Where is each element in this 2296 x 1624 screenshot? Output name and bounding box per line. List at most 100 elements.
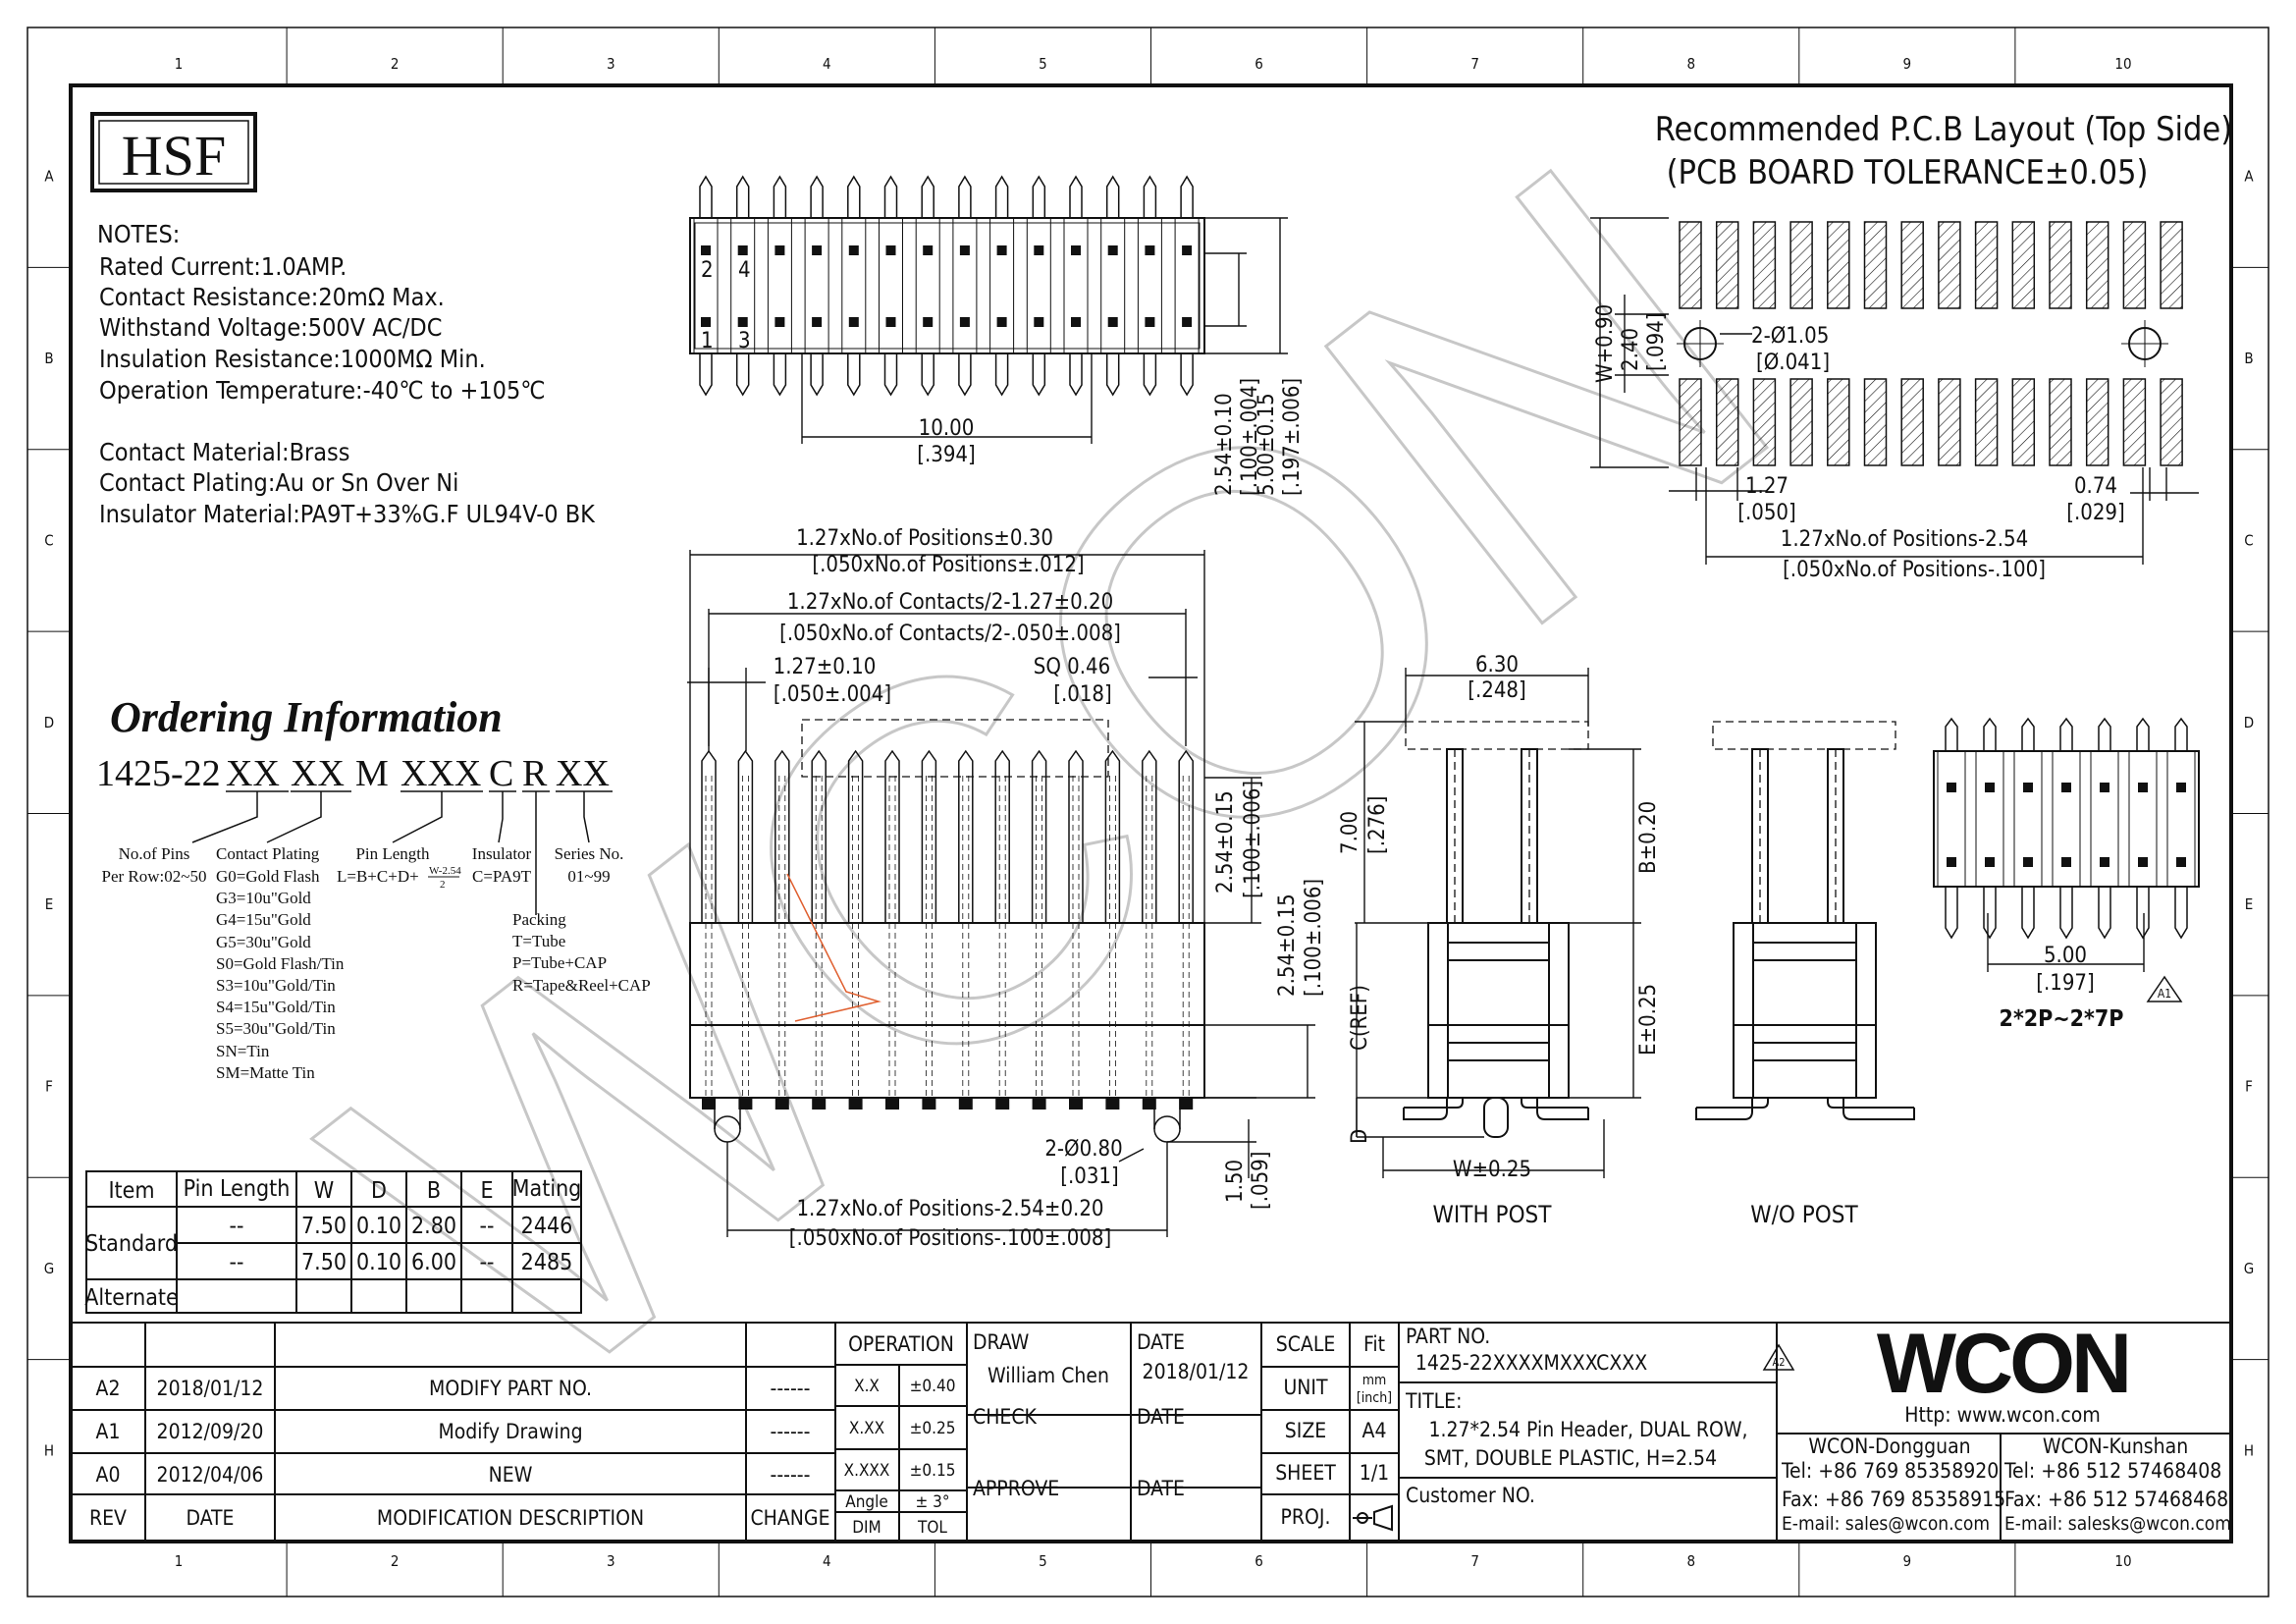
spec-cell: -- bbox=[230, 1250, 244, 1275]
pin-cell bbox=[915, 217, 940, 354]
http: Http: www.wcon.com bbox=[1904, 1403, 2101, 1427]
spec-header: D bbox=[371, 1178, 387, 1204]
ordering-title: Ordering Information bbox=[110, 693, 503, 741]
plating-item: SM=Matte Tin bbox=[216, 1063, 315, 1082]
contact-square bbox=[923, 245, 934, 255]
pin bbox=[994, 175, 1009, 218]
draw-label: DRAW bbox=[973, 1330, 1030, 1354]
pin bbox=[1178, 749, 1194, 923]
column-marker: 10 bbox=[2114, 1552, 2131, 1570]
row-marker: C bbox=[44, 531, 53, 549]
contact-square bbox=[812, 245, 823, 255]
pin-cell bbox=[767, 217, 792, 354]
note-line: Withstand Voltage:500V AC/DC bbox=[99, 313, 442, 342]
contact-square bbox=[1145, 245, 1155, 255]
insulator-label: Insulator bbox=[472, 844, 532, 863]
pins-range: Per Row:02~50 bbox=[102, 867, 207, 886]
pin bbox=[921, 175, 934, 218]
pin-label: 4 bbox=[738, 258, 751, 283]
dim-text: [.050xNo.of Contacts/2-.050±.008] bbox=[779, 622, 1121, 646]
material-line: Contact Plating:Au or Sn Over Ni bbox=[99, 468, 458, 497]
rev-date: 2018/01/12 bbox=[157, 1377, 264, 1400]
pcb-pad bbox=[1974, 378, 1999, 466]
spec-header: Mating bbox=[512, 1176, 582, 1202]
contact-square bbox=[1985, 857, 1995, 867]
plating-item: SN=Tin bbox=[216, 1042, 270, 1060]
row-marker: A bbox=[44, 168, 54, 186]
pin-cell bbox=[1100, 217, 1126, 354]
dim-text: [.050] bbox=[1737, 501, 1796, 525]
dim-text: C(REF) bbox=[1348, 985, 1372, 1051]
tol-value: ±0.15 bbox=[910, 1461, 956, 1481]
contact-square bbox=[959, 317, 970, 327]
pcb-pad bbox=[2011, 221, 2036, 309]
dg-mail: E-mail: sales@wcon.com bbox=[1782, 1513, 1990, 1535]
dim-text: [.050xNo.of Positions-.100] bbox=[1783, 558, 2046, 582]
pcb-pad bbox=[1679, 378, 1702, 466]
spec-cell: 7.50 bbox=[301, 1250, 347, 1275]
dim-text: [.197] bbox=[2036, 971, 2095, 996]
code-packing: R bbox=[522, 753, 548, 794]
dim-text: [.094] bbox=[1644, 312, 1669, 371]
tol-dim: Angle bbox=[845, 1492, 888, 1512]
dim-text: [.100±.006] bbox=[1241, 781, 1265, 898]
dim-text: [.031] bbox=[1060, 1164, 1119, 1189]
ks-office: WCON-Kunshan bbox=[2043, 1435, 2188, 1458]
pcb-pad bbox=[2160, 221, 2183, 309]
dim-text: 1.27xNo.of Positions±0.30 bbox=[796, 526, 1053, 551]
pin bbox=[994, 353, 1009, 397]
material-line: Contact Material:Brass bbox=[99, 438, 349, 466]
operation-label: OPERATION bbox=[848, 1332, 954, 1356]
spec-header: Pin Length bbox=[184, 1176, 291, 1202]
proj-label: PROJ. bbox=[1281, 1505, 1331, 1529]
pcb-pad bbox=[1900, 221, 1924, 309]
dim-text: 1.27 bbox=[1745, 474, 1789, 499]
unit-value: mm bbox=[1362, 1373, 1387, 1388]
column-marker: 7 bbox=[1470, 55, 1479, 73]
pcb-pad bbox=[2122, 221, 2147, 309]
solder-tail bbox=[812, 1098, 827, 1110]
pin bbox=[1105, 353, 1120, 397]
plating-item: G5=30u"Gold bbox=[216, 933, 311, 951]
contact-square bbox=[1071, 317, 1081, 327]
contact-square bbox=[2138, 857, 2148, 867]
contact-square bbox=[848, 317, 859, 327]
pin-label: 1 bbox=[701, 329, 714, 353]
dim-text: SQ 0.46 bbox=[1034, 655, 1110, 679]
tol-header: TOL bbox=[917, 1518, 947, 1538]
row-marker: G bbox=[44, 1260, 54, 1277]
pcb-pad bbox=[1679, 221, 1702, 309]
size-value: A4 bbox=[1362, 1419, 1387, 1442]
solder-tail bbox=[1179, 1098, 1194, 1110]
pin bbox=[958, 175, 972, 218]
row-marker: B bbox=[44, 350, 53, 367]
solder-tail bbox=[702, 1098, 716, 1110]
spec-cell: 6.00 bbox=[411, 1250, 456, 1275]
check-label: CHECK bbox=[973, 1405, 1038, 1429]
contact-square bbox=[1182, 245, 1193, 255]
dim-text: 2.54±0.15 bbox=[1275, 893, 1300, 997]
tol-value: ± 3° bbox=[915, 1492, 949, 1512]
front-view: 1.27xNo.of Positions±0.30 [.050xNo.of Po… bbox=[687, 526, 1326, 1251]
pin bbox=[883, 353, 898, 397]
column-marker: 9 bbox=[1903, 1552, 1912, 1570]
spec-table: Item Pin Length W D B E Mating Standard … bbox=[84, 1170, 582, 1314]
rev-change: ------ bbox=[771, 1377, 811, 1400]
pin-label: 2 bbox=[701, 258, 714, 283]
contact-square bbox=[701, 245, 711, 255]
date-label: DATE bbox=[1137, 1405, 1185, 1429]
pin bbox=[1032, 175, 1046, 218]
solder-tail bbox=[774, 1098, 789, 1110]
rev-header: REV bbox=[89, 1506, 127, 1530]
pin bbox=[1945, 887, 1958, 940]
pcb-pad bbox=[1789, 221, 1813, 309]
contact-square bbox=[1034, 245, 1044, 255]
dg-office: WCON-Dongguan bbox=[1808, 1435, 1970, 1458]
dg-tel: Tel: +86 769 85358920 bbox=[1781, 1459, 1999, 1483]
sheet-label: SHEET bbox=[1275, 1461, 1336, 1485]
contact-square bbox=[737, 317, 748, 327]
pcb-pad bbox=[1715, 378, 1739, 466]
ks-fax: Fax: +86 512 57468468 bbox=[2004, 1488, 2228, 1511]
dim-text: [.050xNo.of Positions±.012] bbox=[812, 553, 1084, 577]
